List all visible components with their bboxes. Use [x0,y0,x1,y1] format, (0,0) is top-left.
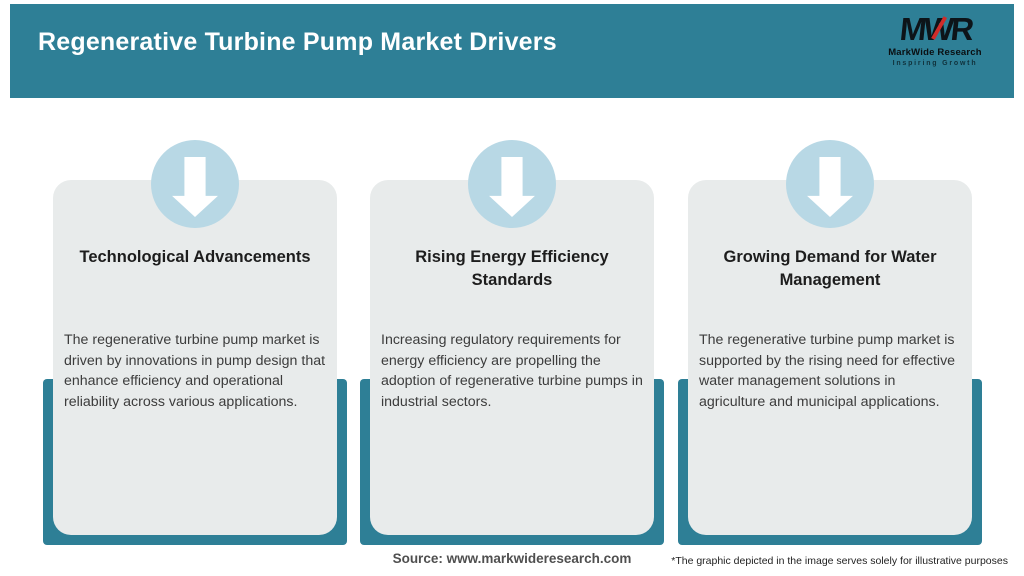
down-arrow-icon [489,157,535,217]
down-arrow-icon [807,157,853,217]
down-arrow-badge [786,140,874,228]
card-description: The regenerative turbine pump market is … [699,332,956,411]
header-banner: Regenerative Turbine Pump Market Drivers… [10,4,1014,98]
down-arrow-icon [172,157,218,217]
driver-card: Technological Advancements The regenerat… [53,140,337,535]
card-title: Growing Demand for Water Management [723,248,937,290]
down-arrow-badge [468,140,556,228]
card-description: Increasing regulatory requirements for e… [381,332,643,411]
logo-tagline: Inspiring Growth [892,59,978,67]
card-title: Technological Advancements [79,248,311,266]
disclaimer-text: *The graphic depicted in the image serve… [671,555,1008,567]
down-arrow-badge [151,140,239,228]
card-description: The regenerative turbine pump market is … [64,332,326,411]
driver-card: Rising Energy Efficiency Standards Incre… [370,140,654,535]
card-title: Rising Energy Efficiency Standards [415,248,609,290]
page-title: Regenerative Turbine Pump Market Drivers [38,28,557,56]
source-text: Source: www.markwideresearch.com [392,551,632,566]
driver-card: Growing Demand for Water Management The … [688,140,972,535]
markwide-research-logo: MWR MarkWide Research Inspiring Growth [880,11,990,67]
logo-name: MarkWide Research [888,47,982,58]
mwr-logo-icon: MWR [898,11,973,47]
